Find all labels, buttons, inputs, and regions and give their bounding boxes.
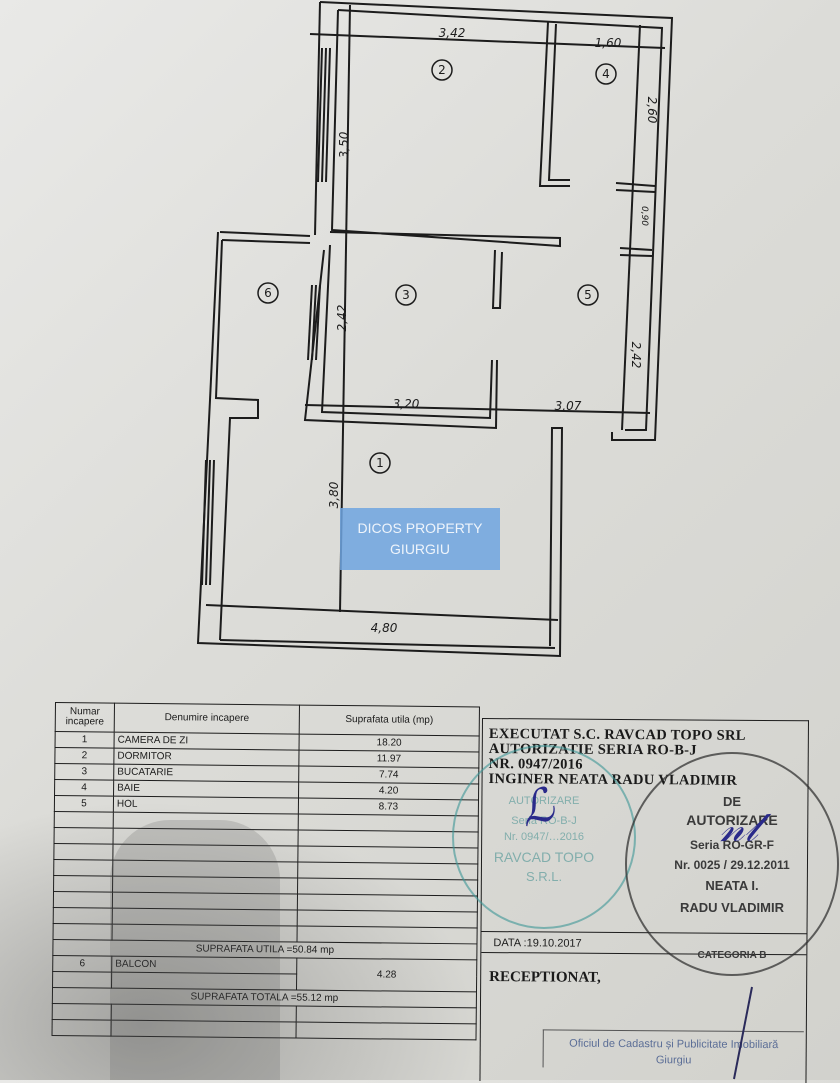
watermark-line1: DICOS PROPERTY	[357, 520, 483, 536]
room-area: 18.20	[299, 734, 480, 752]
received-label: RECEPTIONAT,	[489, 969, 601, 986]
room-4-number: 4	[602, 67, 610, 81]
room-area: 4.28	[296, 958, 477, 992]
cadastre-office-stamp: Oficiul de Cadastru și Publicitate Imobi…	[542, 1029, 804, 1070]
room-area: 4.20	[298, 782, 479, 800]
room-number: 4	[54, 779, 114, 797]
room-6-number: 6	[264, 286, 272, 300]
room-3-number: 3	[402, 288, 410, 302]
dim-room2-width: 3,42	[439, 26, 466, 40]
room-area: 8.73	[298, 798, 479, 816]
dim-room4-height: 2,60	[645, 97, 659, 124]
room-name: BALCON	[111, 956, 297, 975]
dim-room2-height: 3,50	[337, 131, 351, 158]
watermark-line2: GIURGIU	[390, 541, 450, 557]
header-room-area: Suprafata utila (mp)	[299, 705, 480, 736]
engineer-name: INGINER NEATA RADU VLADIMIR	[488, 771, 738, 789]
room-name: DORMITOR	[113, 748, 300, 767]
dim-room3-height: 2,42	[335, 305, 349, 332]
dim-room5-height: 2,42	[629, 342, 643, 369]
office-city: Giurgiu	[655, 1054, 692, 1067]
dim-room1-height: 3,80	[327, 481, 341, 508]
empty-row	[52, 1019, 477, 1040]
dim-hall-gap: 0,90	[639, 206, 649, 226]
room-name: CAMERA DE ZI	[114, 732, 300, 751]
room-name: BAIE	[113, 780, 299, 799]
dim-room4-width: 1,60	[595, 36, 622, 50]
watermark-badge: DICOS PROPERTY GIURGIU	[340, 508, 500, 570]
room-number: 1	[55, 731, 115, 749]
room-number: 2	[54, 747, 115, 765]
floor-plan-drawing: 2 4 3 5 6 1 3,42 1,60 3,50 2,60 0,90 2,4…	[196, 1, 674, 658]
rooms-table: Numar incapere Denumire incapere Suprafa…	[52, 702, 480, 1040]
room-area: 7.74	[298, 766, 479, 784]
room-5-number: 5	[584, 288, 592, 302]
room-area: 11.97	[298, 750, 480, 768]
room-number: 6	[52, 955, 112, 973]
header-room-name: Denumire incapere	[114, 703, 300, 735]
dim-room3-width: 3,20	[393, 397, 420, 411]
office-name: Oficiul de Cadastru și Publicitate Imobi…	[569, 1037, 779, 1052]
dim-room1-width: 4,80	[371, 621, 398, 635]
room-2-number: 2	[438, 63, 446, 77]
room-number: 3	[54, 763, 114, 781]
signature-stroke-icon	[733, 986, 753, 1080]
document-date: DATA :19.10.2017	[481, 931, 807, 956]
header-room-number: Numar incapere	[55, 702, 115, 733]
room-name: HOL	[113, 796, 299, 815]
dim-room5-width: 3,07	[555, 399, 582, 413]
room-number: 5	[54, 795, 114, 813]
room-name: BUCATARIE	[113, 764, 299, 783]
room-1-number: 1	[376, 456, 384, 470]
